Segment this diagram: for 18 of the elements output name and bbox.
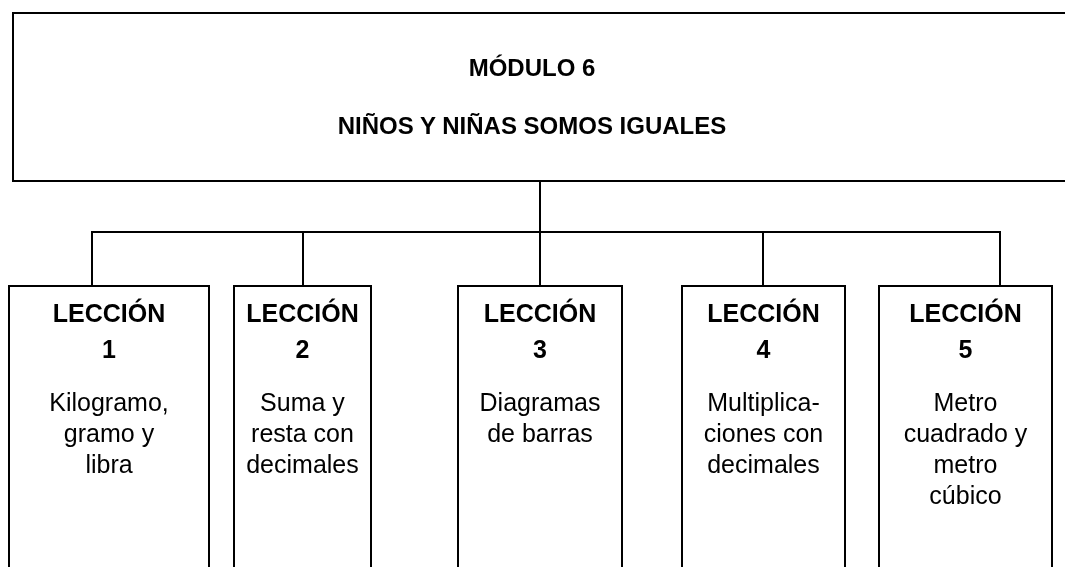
lesson-heading: LECCIÓN 1: [52, 297, 166, 365]
lesson-topic: Diagramas de barras: [478, 387, 602, 449]
module-box: [12, 12, 1065, 182]
lesson-box: [681, 285, 846, 567]
module-subtitle: NIÑOS Y NIÑAS SOMOS IGUALES: [337, 112, 727, 140]
lesson-box: [878, 285, 1053, 567]
module-title: MÓDULO 6: [468, 54, 596, 82]
lesson-box: [457, 285, 623, 567]
lesson-heading: LECCIÓN 5: [909, 297, 1022, 365]
lesson-heading: LECCIÓN 3: [483, 297, 597, 365]
lesson-topic: Multiplica-ciones con decimales: [702, 387, 825, 480]
lesson-box: [233, 285, 372, 567]
lesson-topic: Metro cuadrado y metro cúbico: [902, 387, 1029, 511]
lesson-topic: Suma y resta con decimales: [245, 387, 360, 480]
lesson-box: [8, 285, 210, 567]
lesson-heading: LECCIÓN 2: [246, 297, 359, 365]
lesson-heading: LECCIÓN 4: [707, 297, 820, 365]
lesson-topic: Kilogramo, gramo y libra: [48, 387, 170, 480]
